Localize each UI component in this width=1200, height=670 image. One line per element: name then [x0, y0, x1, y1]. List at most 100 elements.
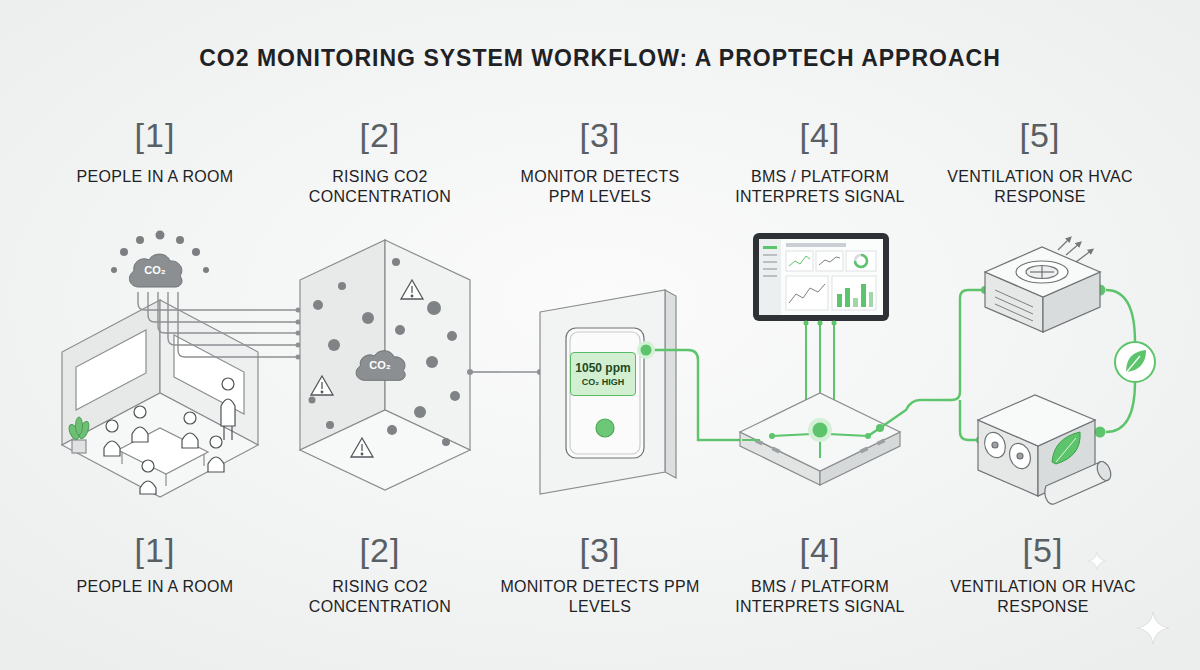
- control-wire: [1106, 290, 1135, 342]
- hub-core: [769, 418, 871, 442]
- airflow-arrows: [1076, 250, 1092, 262]
- room-illustration: [140, 481, 156, 494]
- co2-label: CO₂: [369, 359, 390, 372]
- co2-monitor: [540, 290, 665, 494]
- room-illustration: [221, 399, 235, 426]
- room-illustration: [62, 300, 258, 497]
- warning-symbol: [311, 376, 333, 395]
- dashboard-tablet: [753, 233, 889, 321]
- sparkle-mark: [1088, 552, 1106, 570]
- signal-dot: [637, 341, 655, 359]
- co2-particles: [442, 438, 450, 446]
- network-hub: [740, 393, 900, 485]
- room-illustration: [67, 417, 91, 441]
- dashboard-tablet: [846, 251, 876, 271]
- co2-monitor: [596, 419, 614, 437]
- room-corner: [300, 240, 470, 490]
- room-illustration: [184, 412, 196, 424]
- room-illustration: [142, 460, 154, 472]
- hub-wires: [828, 434, 868, 436]
- cloud-shape: [129, 254, 182, 287]
- workflow-step: [2]RISING CO2 CONCENTRATIONCO₂: [280, 115, 480, 515]
- room-illustration: [76, 417, 83, 435]
- room-illustration: [208, 457, 224, 472]
- dashboard-tablet: [832, 276, 876, 310]
- hvac-unit: [1094, 459, 1113, 482]
- co2-particles: [111, 267, 117, 273]
- emission-wires: [168, 292, 298, 345]
- dashboard-tablet: [786, 276, 828, 310]
- ventilation-unit: [995, 297, 1033, 314]
- ventilation-unit: [995, 304, 1033, 321]
- wire-dots: [1095, 427, 1106, 438]
- step-heading: MONITOR DETECTS PPM LEVELS: [506, 167, 694, 207]
- dashboard-tablet: [763, 261, 777, 263]
- step-number: [5]: [928, 530, 1158, 570]
- airflow-arrows: [1066, 243, 1080, 255]
- co2-particles: [156, 231, 165, 240]
- warning-symbol: [321, 391, 323, 393]
- monitor-screen: 1050 ppmCO₂ HIGH: [570, 352, 635, 396]
- step-number: [4]: [720, 115, 920, 155]
- status-reading: CO₂ HIGH: [582, 376, 625, 388]
- dashboard-tablet: [816, 251, 843, 271]
- co2-cloud: CO₂: [352, 347, 408, 383]
- warning-symbol: [411, 295, 413, 297]
- dashboard-tablet: [789, 284, 825, 303]
- co2-particles: [176, 236, 184, 244]
- step-caption: VENTILATION OR HVAC RESPONSE: [928, 577, 1158, 617]
- dashboard-tablet: [786, 251, 813, 271]
- room-illustration: [134, 406, 146, 418]
- warning-symbol: [321, 382, 322, 389]
- network-hub: [772, 446, 781, 453]
- signal-dot: [641, 345, 652, 356]
- room-illustration: [106, 420, 118, 432]
- ventilation-unit: [1041, 266, 1042, 278]
- co2-particles: [362, 312, 374, 324]
- step-number: [1]: [40, 530, 270, 570]
- dashboard-tablet: [869, 292, 873, 307]
- signal-wire: [652, 350, 742, 440]
- co2-particles: [447, 331, 457, 341]
- step-number: [3]: [485, 530, 715, 570]
- eco-leaf: [1052, 342, 1155, 464]
- warning-symbol: [411, 286, 412, 293]
- room-illustration: [62, 393, 258, 497]
- co2-particles: [309, 397, 316, 404]
- room-illustration: [222, 378, 234, 390]
- eco-leaf: [1115, 342, 1155, 382]
- step-heading: VENTILATION OR HVAC RESPONSE: [946, 167, 1134, 207]
- dashboard-tablet: [861, 284, 866, 307]
- step-number: [5]: [940, 115, 1140, 155]
- co2-particles: [203, 267, 209, 273]
- dashboard-tablet: [763, 275, 777, 277]
- emission-wires: [158, 292, 255, 333]
- airflow-arrows: [1058, 238, 1070, 250]
- co2-particles: [136, 236, 144, 244]
- wire-dots: [818, 321, 823, 326]
- dashboard-tablet: [837, 294, 842, 307]
- warning-symbol: [361, 444, 362, 451]
- room-illustration: [121, 452, 122, 464]
- signal-wire: [500, 371, 540, 373]
- step-caption: MONITOR DETECTS PPM LEVELS: [485, 577, 715, 617]
- hub-wires: [772, 434, 812, 436]
- step-caption: RISING CO2 CONCENTRATION: [265, 577, 495, 617]
- signal-connector: [255, 332, 280, 333]
- warning-symbol: [351, 438, 373, 457]
- room-illustration: [165, 474, 166, 486]
- dashboard-tablet: [759, 239, 781, 315]
- room-illustration: [104, 441, 120, 456]
- room-illustration: [76, 330, 146, 410]
- room-illustration: [223, 426, 224, 440]
- network-hub: [877, 438, 886, 445]
- room-illustration: [203, 454, 204, 466]
- co2-particles: [392, 258, 400, 266]
- eco-leaf: [1125, 356, 1140, 374]
- ventilation-unit: [1016, 261, 1068, 283]
- wire-dots: [832, 321, 837, 326]
- room-corner: [300, 410, 470, 490]
- co2-particles: [338, 282, 346, 290]
- wire-dots: [876, 424, 884, 432]
